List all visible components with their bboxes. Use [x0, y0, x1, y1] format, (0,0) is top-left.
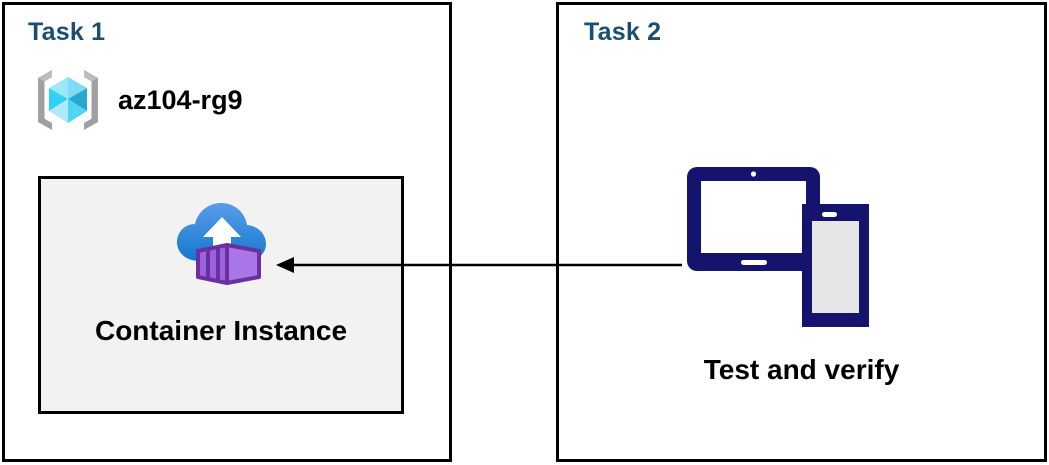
resource-group-row: az104-rg9: [32, 64, 243, 136]
resource-group-label: az104-rg9: [118, 84, 243, 115]
test-and-verify-label: Test and verify: [703, 354, 900, 385]
container-instance-label: Container Instance: [94, 315, 348, 346]
container-instance-icon: [177, 203, 266, 285]
verify-to-container-arrow: [276, 257, 682, 273]
panel-title-task-2: Task 2: [584, 18, 662, 46]
resource-group-icon: [38, 70, 98, 130]
devices-icon: [687, 167, 869, 327]
node-container-instance: Container Instance: [38, 176, 404, 414]
panel-title-task-1: Task 1: [28, 18, 106, 46]
